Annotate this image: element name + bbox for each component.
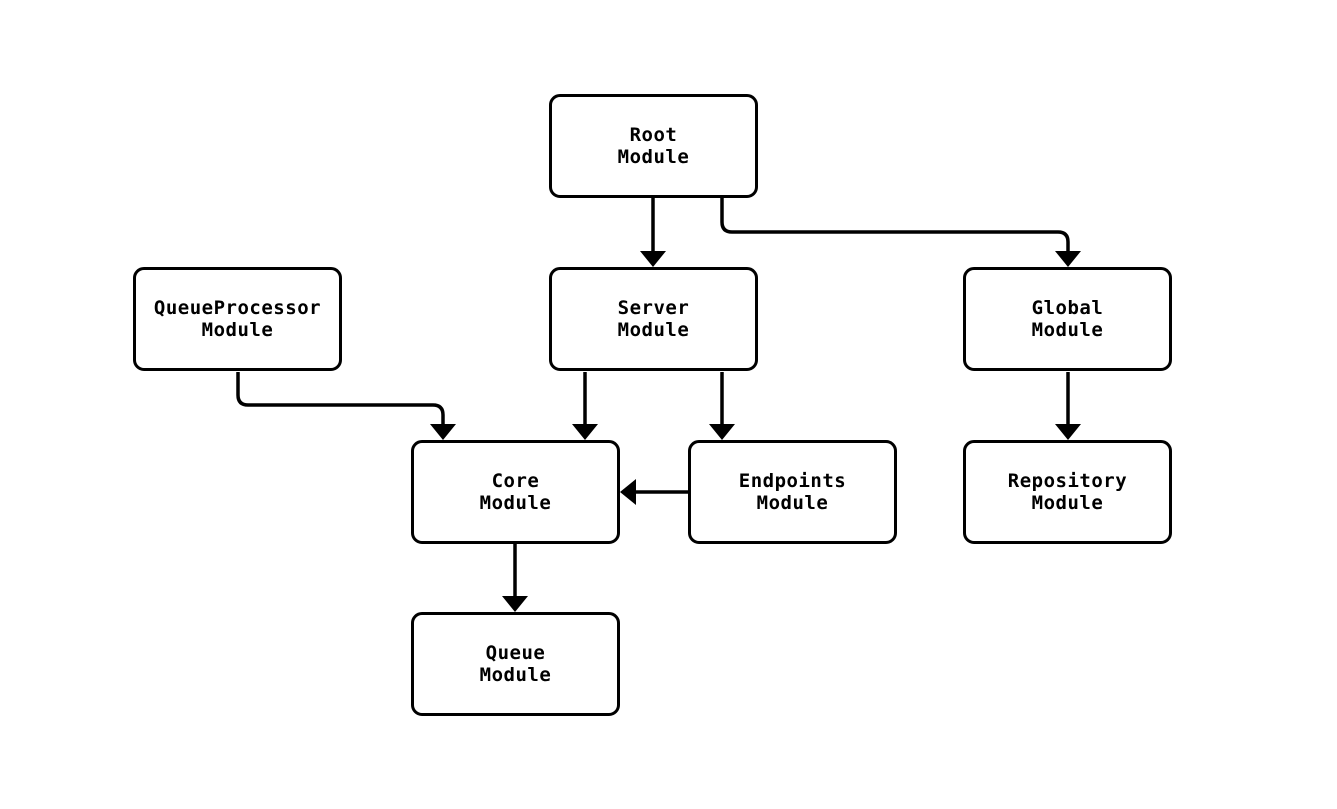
node-server-module-label: Server Module	[617, 297, 690, 341]
node-endpoints-module: Endpoints Module	[688, 440, 897, 544]
edge-root-to-global	[720, 198, 1081, 267]
edge-global-to-repository	[1055, 372, 1081, 440]
node-global-module: Global Module	[963, 267, 1172, 371]
node-root-module-label: Root Module	[617, 124, 690, 168]
node-queueprocessor-module: QueueProcessor Module	[133, 267, 342, 371]
edge-core-to-queue	[502, 544, 528, 612]
edge-queueprocessor-to-core	[236, 372, 456, 440]
node-queue-module-label: Queue Module	[479, 642, 552, 686]
edge-root-to-server	[640, 198, 666, 267]
node-server-module: Server Module	[549, 267, 758, 371]
node-queueprocessor-module-label: QueueProcessor Module	[153, 297, 322, 341]
node-core-module: Core Module	[411, 440, 620, 544]
node-repository-module-label: Repository Module	[1007, 470, 1128, 514]
edge-server-to-core	[572, 372, 598, 440]
edge-server-to-endpoints	[709, 372, 735, 440]
node-global-module-label: Global Module	[1031, 297, 1104, 341]
edge-endpoints-to-core	[620, 479, 688, 505]
node-repository-module: Repository Module	[963, 440, 1172, 544]
node-endpoints-module-label: Endpoints Module	[738, 470, 847, 514]
node-root-module: Root Module	[549, 94, 758, 198]
node-core-module-label: Core Module	[479, 470, 552, 514]
node-queue-module: Queue Module	[411, 612, 620, 716]
